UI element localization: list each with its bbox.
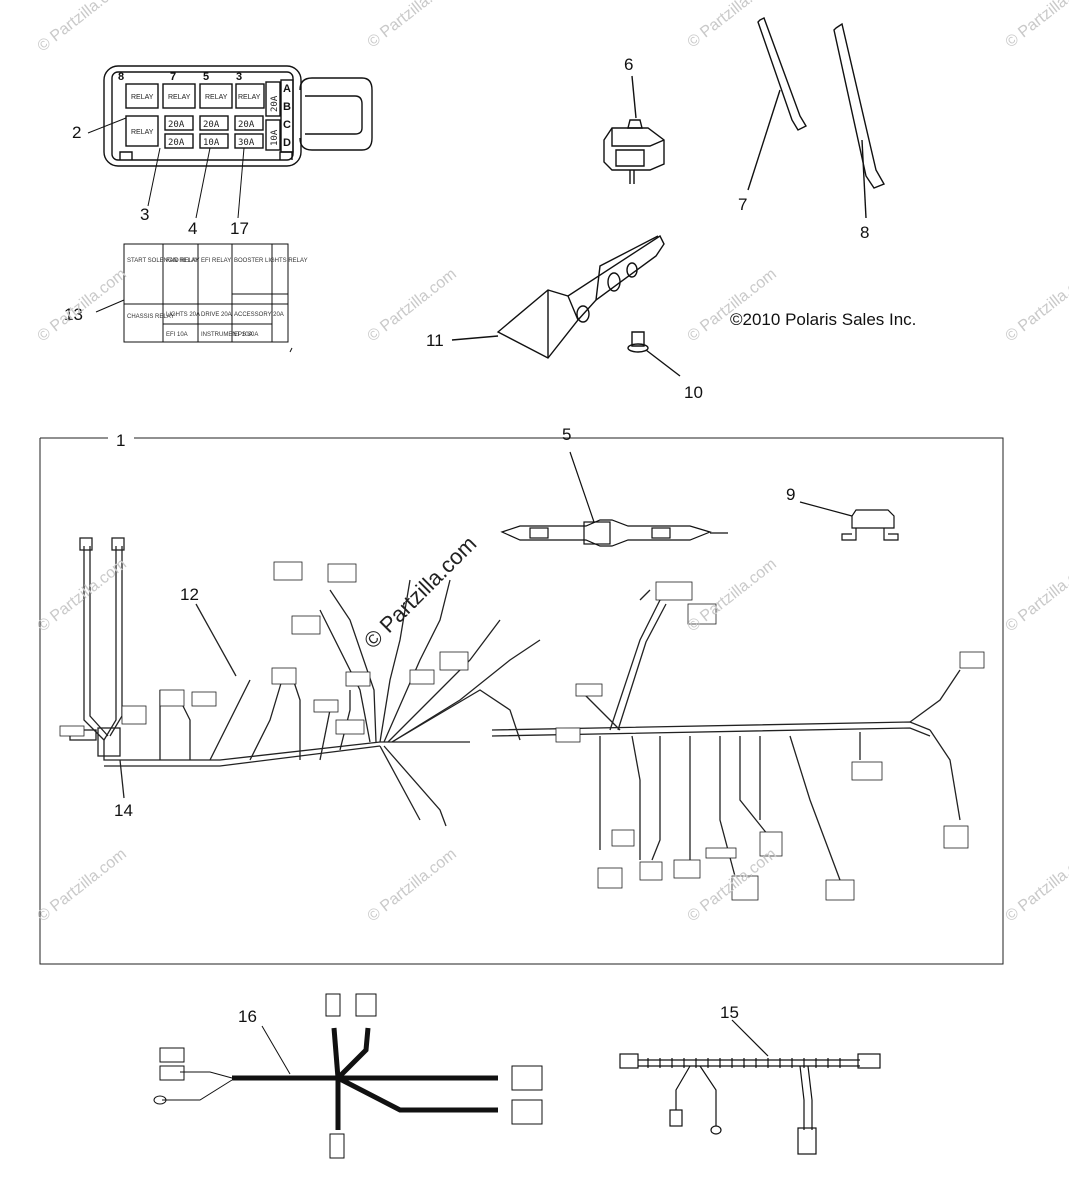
callout-1: 1 [116,431,126,450]
bracket-item-11 [451,234,665,359]
decal-cell: EFI RELAY [201,258,231,264]
harness-right-tags [555,581,985,901]
inline-fuse-holder-item-5 [500,451,728,547]
decal-cell: CHASSIS RELAY [127,314,174,320]
harness-left-tags [59,561,469,737]
fuse-box [103,65,373,167]
callout-6: 6 [624,55,634,74]
callout-8: 8 [860,223,870,242]
decal-cell: LIGHTS 20A [166,312,200,318]
callout-13: 13 [64,305,83,324]
callout-7: 7 [738,195,748,214]
callout-10: 10 [684,383,703,402]
main-harness-frame [39,437,1004,965]
decal-cell: FAN RELAY [166,258,199,264]
fuse-box-row-letter: A [283,83,291,95]
decal-cell: EPS 30A [234,332,258,338]
callout-11: 11 [426,331,444,350]
screw-item-10 [627,331,681,377]
fuse-label: 20A [168,120,185,130]
fuse-decal-text: START SOLENOID RELAY FAN RELAY EFI RELAY… [127,258,308,338]
harness-right [491,589,961,881]
fuse-box-text: 8 7 5 3 A B C D RELAY RELAY RELAY RELAY … [118,71,291,149]
callout-15: 15 [720,1003,739,1022]
relay-label: RELAY [131,129,154,136]
callout-12: 12 [180,585,199,604]
callout-2: 2 [72,123,82,142]
fuse-box-row-letter: B [283,101,291,113]
callout-9: 9 [786,485,796,504]
callout-17: 17 [230,219,249,238]
callout-3: 3 [140,205,150,224]
relay-label: RELAY [238,94,261,101]
callout-14: 14 [114,801,133,820]
decal-cell: EFI 10A [166,332,188,338]
fuse-label: 20A [203,120,220,130]
decal-cell: DRIVE 20A [201,312,232,318]
relay-item-9 [799,501,899,541]
fuse-label: 20A [168,138,185,148]
fuse-box-leaders [87,117,245,219]
decal-cell: BOOSTER LIGHTS RELAY [234,258,308,264]
fuse-label: 30A [238,138,255,148]
harness-item-16 [153,993,543,1159]
relay-label: RELAY [168,94,191,101]
fuse-box-top-number: 7 [170,71,176,83]
harness-item-15 [619,1019,881,1155]
copyright-notice: ©2010 Polaris Sales Inc. [730,310,917,329]
fuse-label: 20A [238,120,255,130]
callout-4: 4 [188,219,198,238]
decal-cell: INSTRUMENT 10A [201,332,253,338]
relay-label: RELAY [131,94,154,101]
callout-16: 16 [238,1007,257,1026]
fuse-box-top-number: 8 [118,71,124,83]
fuse-box-top-number: 5 [203,71,209,83]
decal-cell: START SOLENOID RELAY [127,258,200,264]
connector-item-6 [603,75,665,184]
fuse-box-row-letter: C [283,119,291,131]
relay-label: RELAY [205,94,228,101]
callout-5: 5 [562,425,572,444]
fuse-decal [95,243,293,353]
decal-cell: ACCESSORY 20A [234,312,284,318]
fuse-box-top-number: 3 [236,71,242,83]
fuse-label: 20A [270,95,280,112]
harness-left [69,537,541,827]
fuse-box-row-letter: D [283,137,291,149]
cable-ties [747,17,886,219]
fuse-label: 10A [270,129,280,146]
fuse-label: 10A [203,138,220,148]
